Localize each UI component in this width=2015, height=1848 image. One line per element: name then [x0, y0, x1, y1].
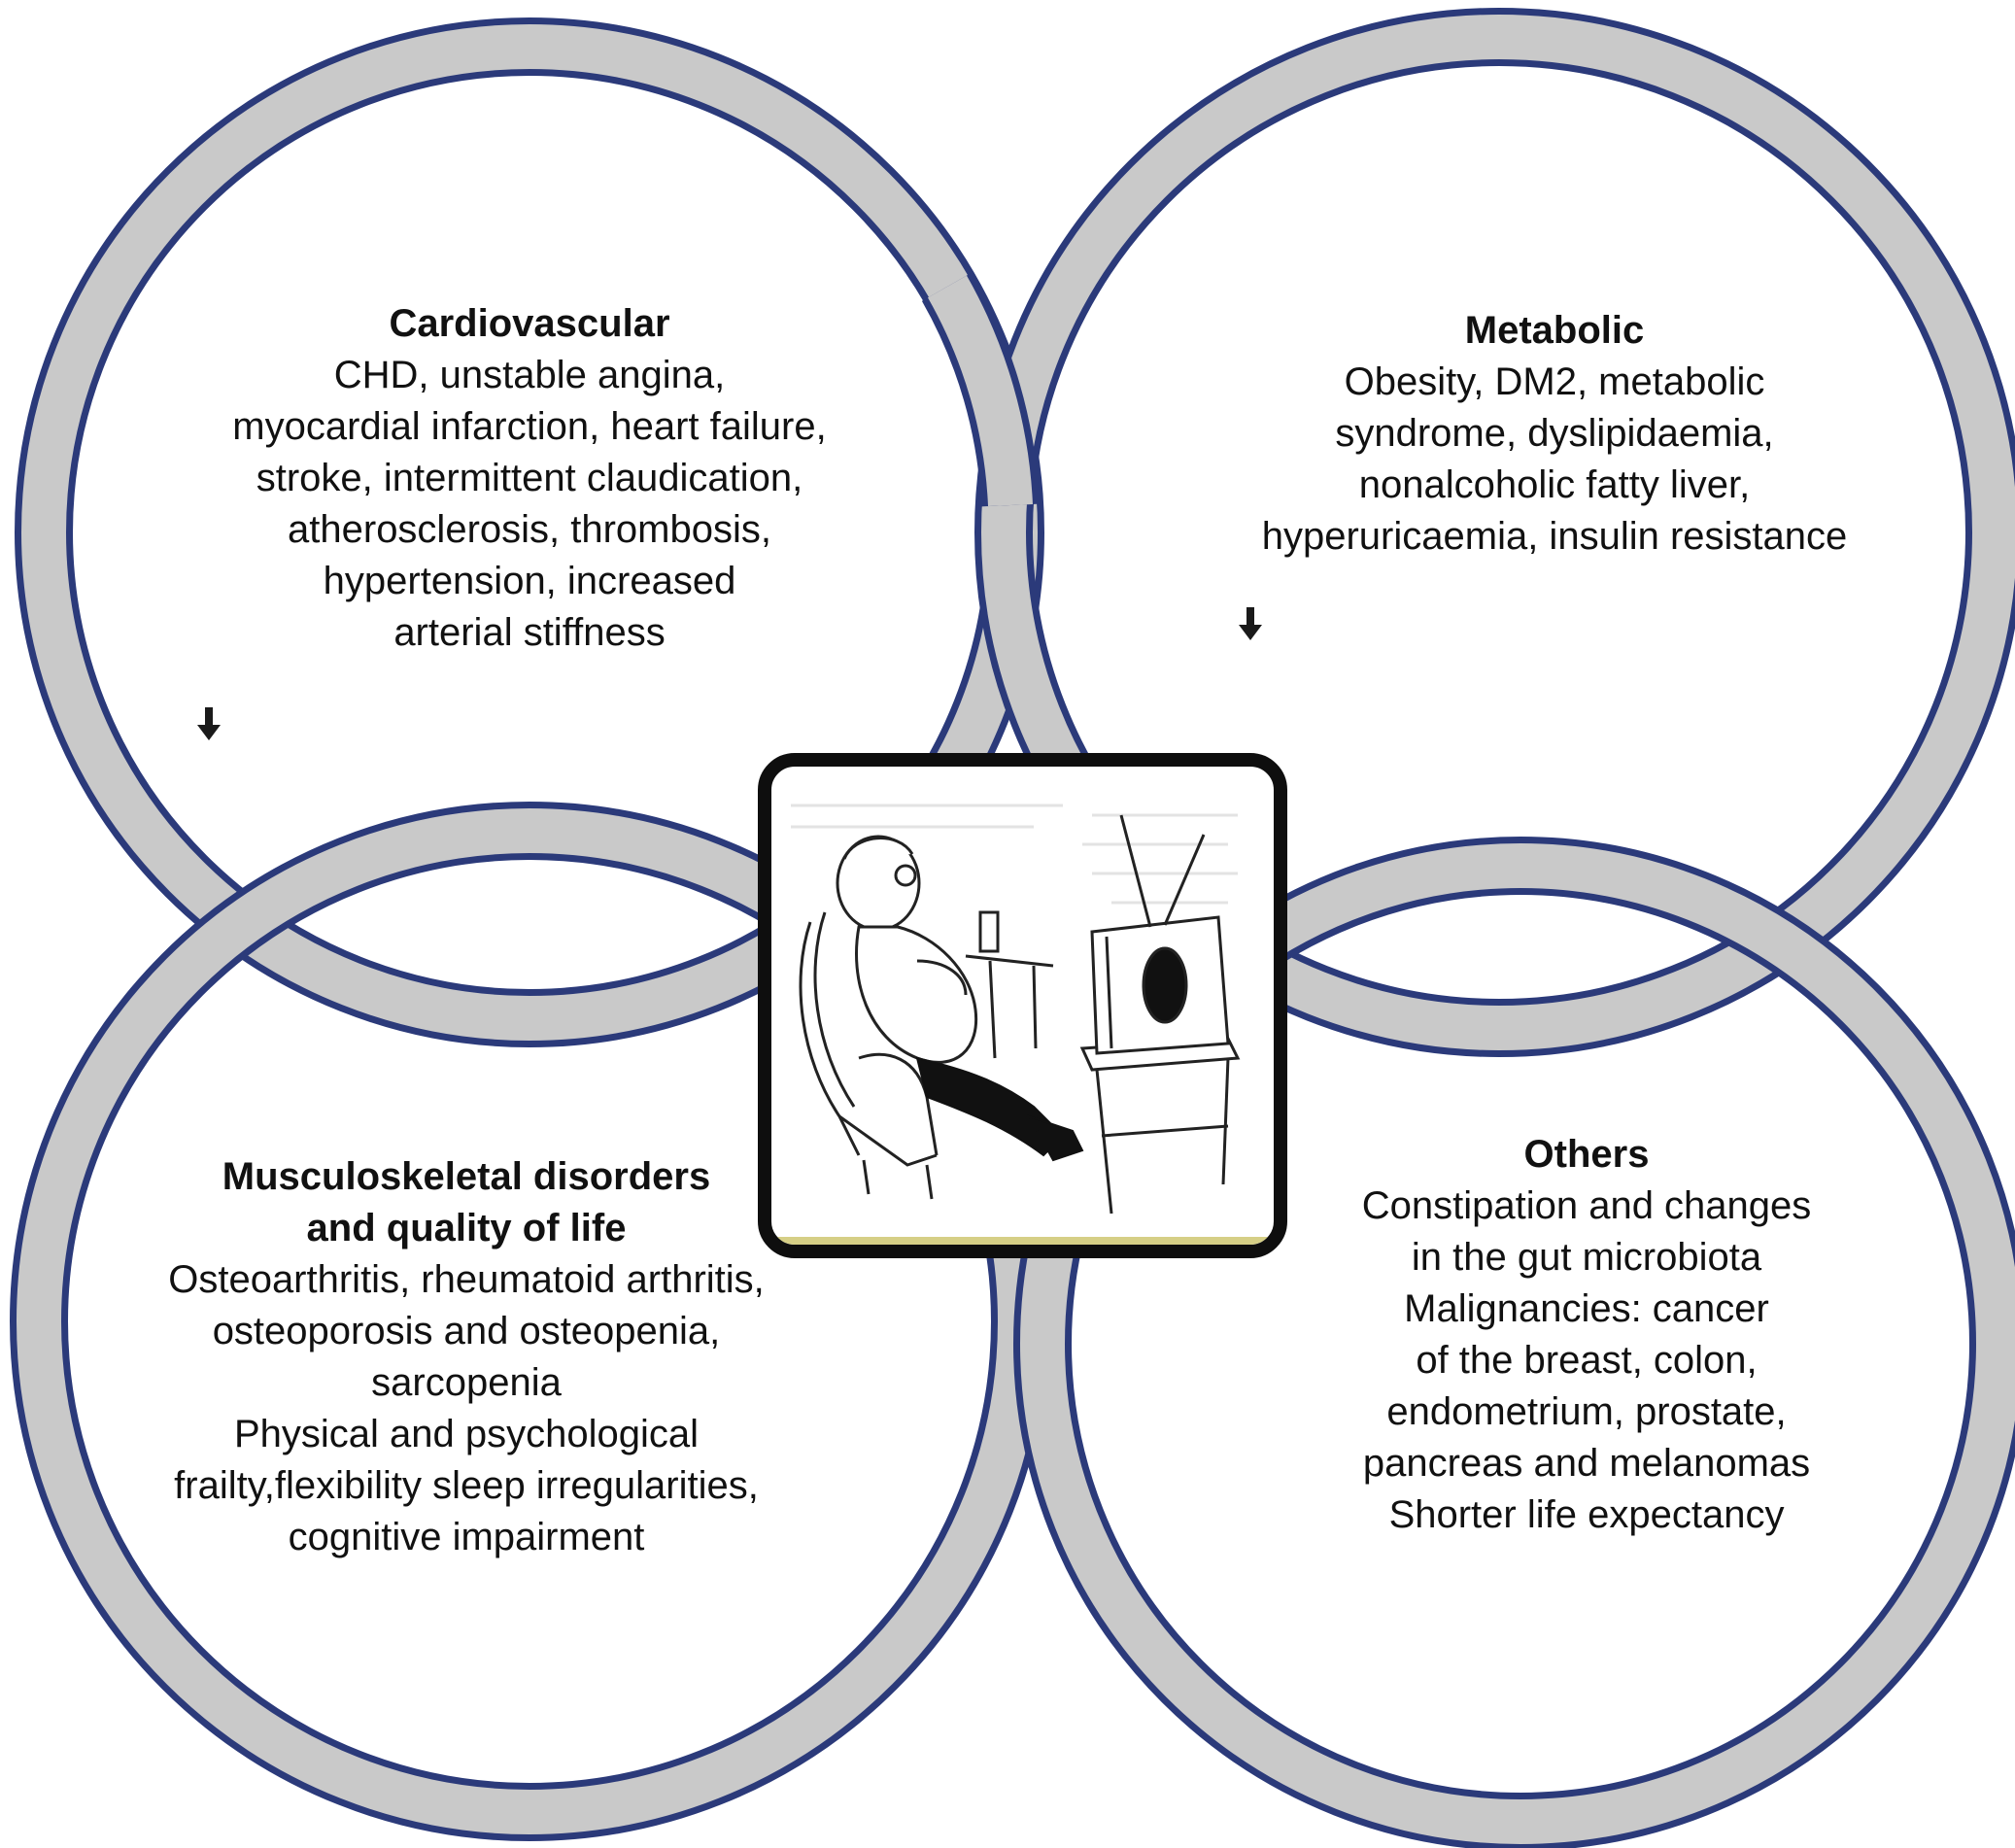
cardiovascular-text: Cardiovascular CHD, unstable angina, myo…: [141, 298, 918, 659]
metabolic-text: Metabolic Obesity, DM2, metabolic syndro…: [1166, 305, 1943, 563]
ring-others: [1013, 837, 2015, 1848]
down-arrow-icon: [197, 707, 221, 740]
cardiovascular-line: myocardial infarction, heart failure,: [232, 405, 827, 448]
cardiovascular-line: stroke, intermittent claudication,: [256, 457, 803, 499]
musculoskeletal-line: cognitive impairment: [288, 1516, 645, 1558]
sedentary-person-watching-tv-icon: [791, 804, 1241, 1215]
frame-bottom-accent: [771, 1237, 1274, 1245]
others-line: in the gut microbiota: [1411, 1236, 1762, 1279]
musculoskeletal-text: Musculoskeletal disorders and quality of…: [78, 1151, 855, 1563]
center-illustration-frame: [758, 753, 1287, 1258]
metabolic-heading: Metabolic: [1464, 309, 1645, 352]
musculoskeletal-line: frailty,flexibility sleep irregularities…: [174, 1464, 759, 1507]
others-text: Others Constipation and changes in the g…: [1198, 1129, 1975, 1541]
musculoskeletal-line: osteoporosis and osteopenia,: [212, 1310, 721, 1352]
others-heading: Others: [1523, 1133, 1650, 1176]
metabolic-line: nonalcoholic fatty liver,: [1358, 463, 1751, 506]
others-line: Constipation and changes: [1361, 1184, 1812, 1227]
others-line: of the breast, colon,: [1416, 1339, 1758, 1382]
metabolic-line: Obesity, DM2, metabolic: [1344, 360, 1765, 403]
musculoskeletal-line: Osteoarthritis, rheumatoid arthritis,: [168, 1258, 765, 1301]
cardiovascular-line: CHD, unstable angina,: [333, 354, 726, 396]
metabolic-line: syndrome, dyslipidaemia,: [1335, 412, 1774, 455]
musculoskeletal-heading: and quality of life: [306, 1207, 627, 1249]
others-line: Shorter life expectancy: [1388, 1493, 1785, 1536]
down-arrow-icon: [1239, 607, 1262, 640]
others-line: Malignancies: cancer: [1404, 1287, 1769, 1330]
cardiovascular-line: atherosclerosis, thrombosis,: [288, 508, 771, 551]
cardiovascular-line: arterial stiffness: [393, 611, 666, 654]
musculoskeletal-line: Physical and psychological: [233, 1413, 700, 1455]
metabolic-line: hyperuricaemia, insulin resistance: [1261, 515, 1848, 558]
musculoskeletal-heading: Musculoskeletal disorders: [222, 1155, 711, 1198]
musculoskeletal-line: sarcopenia: [371, 1361, 562, 1404]
others-line: pancreas and melanomas: [1362, 1442, 1811, 1485]
cardiovascular-heading: Cardiovascular: [389, 302, 670, 345]
others-line: endometrium, prostate,: [1386, 1390, 1787, 1433]
cardiovascular-line: hypertension, increased: [323, 560, 736, 602]
ring-metabolic: [974, 8, 2015, 1057]
